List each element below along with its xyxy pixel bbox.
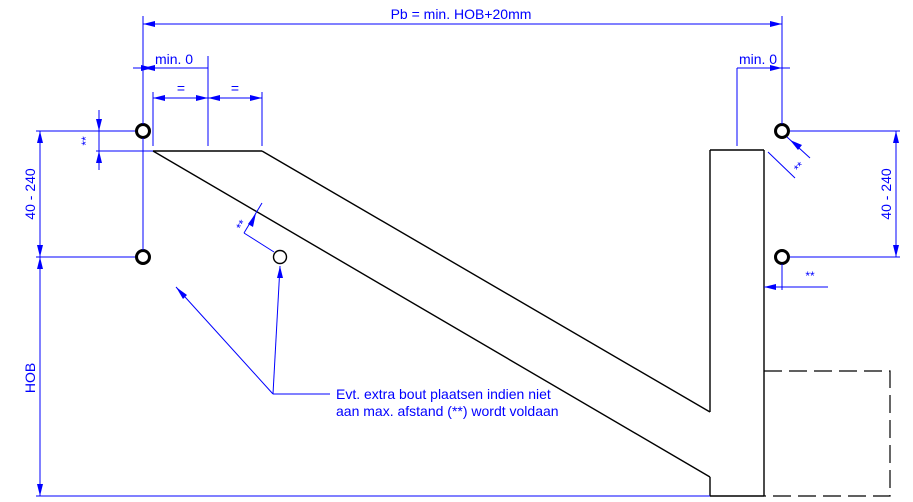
dimension-range-right: 40 - 240 [790, 130, 900, 258]
range-right-label: 40 - 240 [878, 168, 894, 220]
dimension-range-left: 40 - 240 [22, 130, 135, 258]
min-right-label: min. 0 [739, 51, 777, 67]
note-leader [175, 265, 330, 395]
range-left-label: 40 - 240 [22, 168, 38, 220]
dashed-outline [764, 370, 891, 497]
pb-label: Pb = min. HOB+20mm [391, 6, 532, 22]
strut-upper-diagonal [261, 150, 711, 413]
dimension-hob: HOB [22, 257, 710, 497]
dimension-star-bottom-right: ** [764, 264, 828, 290]
min-left-label: min. 0 [155, 51, 193, 67]
dimension-top-pb: Pb = min. HOB+20mm [142, 6, 783, 124]
bolt-hole-bottom-right [774, 249, 790, 265]
dimension-min-left: min. 0 [133, 51, 209, 146]
star-left-label: ** [79, 136, 93, 146]
star-diagonal-left-label: ** [233, 217, 250, 232]
star-bottom-right-label: ** [805, 269, 815, 283]
star-diagonal-right-label: ** [791, 159, 808, 176]
equal-label-1: = [177, 80, 185, 96]
hob-label: HOB [22, 363, 38, 393]
bolt-hole-top-right [774, 123, 790, 139]
bolt-hole-extra [272, 249, 288, 265]
note-line-2: aan max. afstand (**) wordt voldaan [336, 403, 559, 419]
bracket-outline [152, 149, 765, 497]
strut-lower-diagonal [152, 150, 711, 478]
dimension-equal: = = [152, 80, 263, 146]
equal-label-2: = [231, 80, 239, 96]
bolt-hole-top-left [135, 123, 151, 139]
bolt-hole-bottom-left [135, 249, 151, 265]
note-line-1: Evt. extra bout plaatsen indien niet [336, 386, 551, 402]
dimension-star-diagonal-right: ** [767, 136, 811, 179]
dimension-min-right: min. 0 [736, 51, 790, 146]
dimension-star-left: ** [79, 110, 153, 170]
